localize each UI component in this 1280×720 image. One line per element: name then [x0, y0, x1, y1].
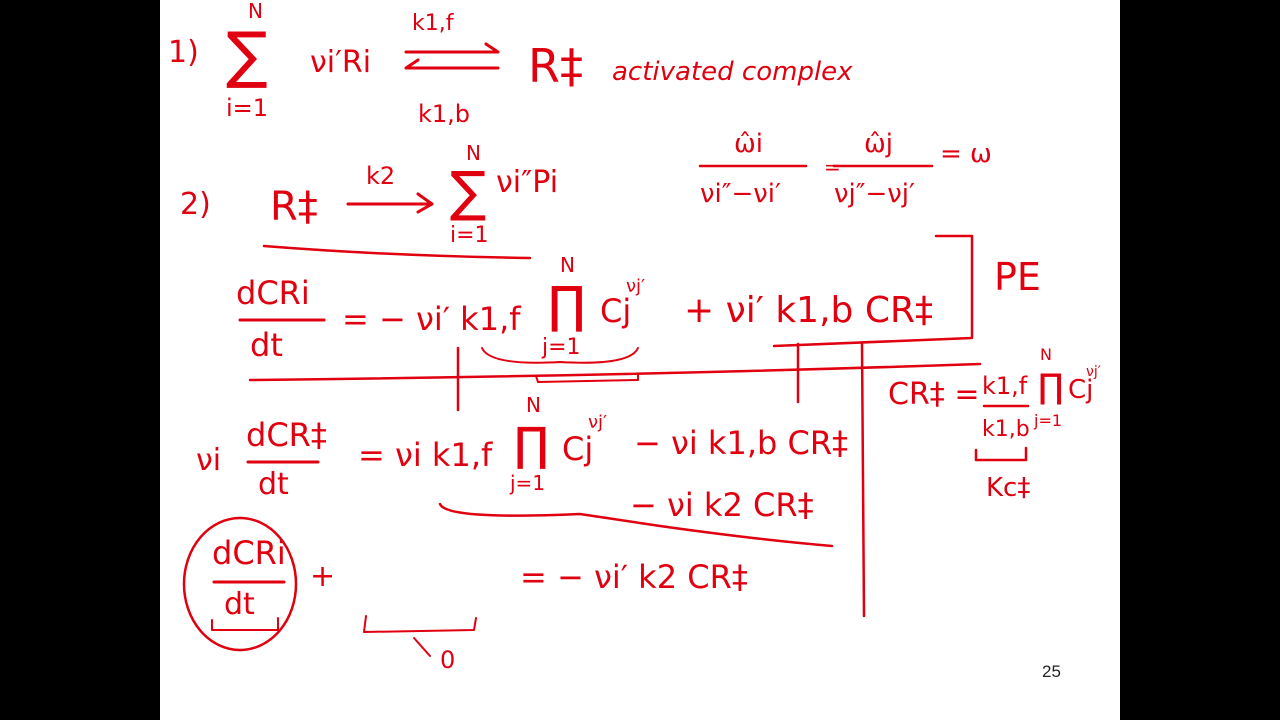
pe-rhs-first: = − νi′ k1,f	[342, 300, 521, 338]
reaction-2-arrow	[346, 192, 434, 214]
divider-line-top	[262, 244, 532, 260]
pe-product-brace	[481, 347, 639, 364]
sum-2-lower: i=1	[450, 223, 489, 248]
sum-2-upper: N	[466, 141, 481, 165]
divider-line-middle	[248, 362, 982, 382]
complex-product-exponent: νj′	[588, 412, 607, 433]
sum-1-lower: i=1	[226, 94, 268, 122]
equilibrium-product-term: Cj	[1068, 375, 1093, 405]
reaction-2-rate: k2	[366, 162, 395, 190]
complex-rhs-third: − νi k2 CR‡	[630, 486, 814, 524]
sum-2-symbol: ∑	[450, 160, 486, 223]
final-denominator: dt	[224, 587, 255, 622]
final-rhs: = − νi′ k2 CR‡	[520, 558, 748, 596]
pe-rhs-second: + νi′ k1,b CR‡	[684, 290, 933, 331]
reaction-2-label: 2)	[180, 187, 211, 222]
complex-product-symbol: ∏	[514, 417, 549, 471]
lecture-slide: 1) N ∑ i=1 νi′Ri k1,f k1,b R‡ activated …	[160, 0, 1120, 720]
reaction-1-reactants: νi′Ri	[310, 45, 371, 80]
pe-product-upper: N	[560, 253, 575, 277]
omega-equals: =	[824, 155, 841, 179]
omega-i-numerator: ω̂i	[734, 129, 763, 159]
pe-denominator: dt	[250, 326, 283, 364]
pe-product-exponent: νj′	[626, 276, 645, 297]
equilibrium-product-lower: j=1	[1033, 411, 1062, 430]
complex-underline	[438, 502, 834, 548]
handwritten-equations: 1) N ∑ i=1 νi′Ri k1,f k1,b R‡ activated …	[168, 0, 1101, 674]
reaction-2-products: νi″Pi	[496, 165, 558, 200]
omega-i-denominator: νi″−νi′	[700, 179, 781, 209]
small-bracket	[535, 373, 639, 383]
final-zero-bracket	[363, 615, 477, 633]
equilibrium-bracket	[974, 446, 1028, 462]
final-lhs-circle	[182, 516, 298, 652]
equilibrium-product-symbol: ∏	[1038, 367, 1064, 407]
complex-rhs-second: − νi k1,b CR‡	[634, 424, 848, 462]
omega-result: = ω	[940, 139, 992, 169]
reaction-2-reactant: R‡	[270, 184, 318, 230]
final-plus: +	[310, 559, 335, 594]
complex-rhs-first: = νi k1,f	[358, 436, 493, 474]
activated-complex-symbol: R‡	[528, 39, 583, 93]
activated-complex-note: activated complex	[612, 57, 853, 87]
complex-product-term: Cj	[562, 430, 593, 468]
pe-bracket	[772, 234, 974, 348]
backward-arrow	[404, 58, 500, 70]
forward-rate-label: k1,f	[412, 11, 455, 36]
reaction-1-label: 1)	[168, 35, 199, 70]
final-lhs-bracket	[211, 617, 279, 631]
omega-j-numerator: ω̂j	[864, 129, 893, 159]
pe-product-term: Cj	[600, 292, 631, 330]
final-zero-arrow	[413, 637, 431, 657]
complex-product-upper: N	[526, 393, 541, 417]
final-zero-label: 0	[440, 646, 455, 674]
pe-product-symbol: ∏	[548, 276, 586, 334]
sum-1-upper: N	[248, 0, 263, 23]
backward-rate-label: k1,b	[418, 100, 470, 128]
vertical-divider	[860, 342, 866, 618]
complex-numerator: dCR‡	[246, 416, 327, 454]
page-number: 25	[1042, 662, 1061, 681]
equilibrium-constant-label: Kc‡	[986, 473, 1030, 503]
pe-tag: PE	[994, 255, 1041, 299]
complex-product-lower: j=1	[509, 471, 545, 495]
pe-product-lower: j=1	[541, 335, 581, 360]
complex-denominator: dt	[258, 467, 289, 502]
complex-prefix: νi	[196, 443, 221, 478]
sum-1-symbol: ∑	[226, 18, 268, 91]
equilibrium-lhs: CR‡ =	[888, 377, 979, 412]
omega-j-denominator: νj″−νj′	[834, 179, 915, 209]
equilibrium-frac-numerator: k1,f	[982, 372, 1028, 400]
equilibrium-product-upper: N	[1040, 345, 1052, 364]
forward-arrow	[404, 42, 500, 54]
pe-numerator: dCRi	[236, 274, 310, 312]
equilibrium-product-exponent: νj′	[1086, 364, 1101, 380]
final-numerator: dCRi	[212, 534, 286, 572]
equilibrium-frac-denominator: k1,b	[982, 417, 1030, 442]
